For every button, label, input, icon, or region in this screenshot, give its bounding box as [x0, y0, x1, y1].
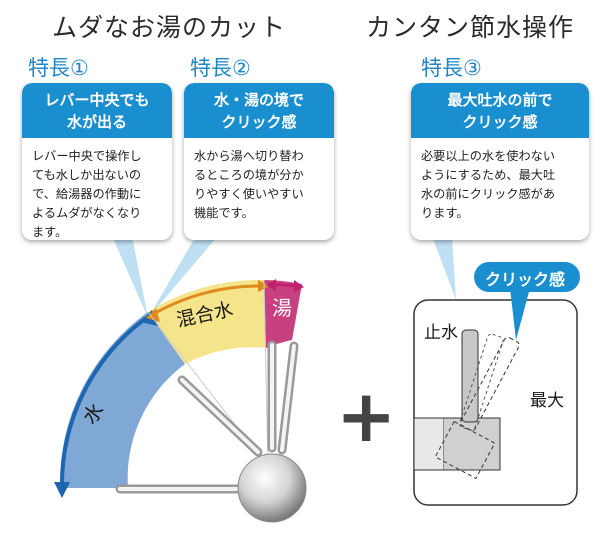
feature-1-pointer — [112, 236, 148, 318]
feature-1-body-line: で、給湯器の作動に — [32, 187, 142, 201]
feature-3-head-line-2: クリック感 — [462, 113, 538, 131]
feature-3-body-line: 水の前にクリック感があ — [421, 187, 556, 201]
left-title: ムダなお湯のカット — [52, 13, 287, 42]
water-arrow-head-down — [54, 482, 70, 498]
feature-1-head-line-1: レバー中央でも — [44, 91, 150, 109]
feature-3-head: 最大吐水の前で クリック感 — [411, 83, 589, 138]
click-bubble-pointer — [510, 288, 530, 340]
stop-water-label: 止水 — [424, 323, 458, 343]
hot-arrow-head-right — [294, 280, 304, 292]
right-title: カンタン節水操作 — [366, 13, 575, 42]
lever-rods — [115, 340, 299, 494]
feature-1-body-line: よるムダがなくなり — [32, 206, 142, 220]
feature-2-card: 水・湯の境で クリック感 水から湯へ切り替わ るところの境が分か りやすく使いや… — [184, 83, 334, 240]
mixed-arc-arrow — [149, 284, 263, 318]
max-flow-label: 最大 — [530, 391, 564, 411]
feature-1-head-line-2: 水が出る — [66, 113, 127, 131]
water-segment — [59, 312, 186, 488]
feature-3-body-line: ようにするため、最大吐 — [421, 168, 556, 182]
hot-segment — [264, 280, 302, 348]
feature-1-body-line: レバー中央で操作し — [32, 149, 142, 163]
feature-1-body: レバー中央で操作し ても水しか出ないの で、給湯器の作動に よるムダがなくなり … — [22, 138, 172, 240]
faucet-cartridge — [444, 417, 501, 471]
feature-3-body-line: 必要以上の水を使わない — [421, 149, 556, 163]
feature-3-label: 特長③ — [421, 56, 482, 80]
feature-3-body: 必要以上の水を使わない ようにするため、最大吐 水の前にクリック感があ ります。 — [411, 138, 589, 231]
feature-2-body: 水から湯へ切り替わ るところの境が分か りやすく使いやすい 機能です。 — [184, 138, 334, 231]
lever-ball — [237, 453, 307, 523]
faucet-spout-base — [413, 417, 445, 471]
feature-2-head-line-1: 水・湯の境で — [213, 91, 304, 109]
feature-2-body-line: 機能です。 — [194, 206, 254, 220]
feature-2-body-line: るところの境が分か — [194, 168, 304, 182]
feature-3-head-line-1: 最大吐水の前で — [447, 91, 553, 109]
feature-2-head-line-2: クリック感 — [221, 113, 297, 131]
feature-1-head: レバー中央でも 水が出る — [22, 83, 172, 138]
feature-1-card: レバー中央でも 水が出る レバー中央で操作し ても水しか出ないの で、給湯器の作… — [22, 83, 172, 240]
feature-1-label: 特長① — [28, 56, 89, 80]
feature-2-head: 水・湯の境で クリック感 — [184, 83, 334, 138]
click-feel-bubble-label: クリック感 — [485, 270, 566, 289]
feature-2-label: 特長② — [190, 56, 251, 80]
water-arc-arrow — [59, 316, 148, 489]
feature-1-body-line: ても水しか出ないの — [32, 168, 142, 182]
feature-1-body-line: ます。 — [32, 225, 68, 239]
feature-2-pointer — [148, 236, 218, 318]
plus-sign: + — [336, 374, 397, 458]
feature-3-card: 最大吐水の前で クリック感 必要以上の水を使わない ようにするため、最大吐 水の… — [411, 83, 589, 240]
feature-3-pointer — [432, 236, 456, 300]
hot-water-label: 湯 — [272, 296, 292, 320]
click-bubble-shape — [474, 262, 580, 292]
lever-click-position — [459, 333, 504, 431]
feature-2-body-line: りやすく使いやすい — [194, 187, 304, 201]
hot-arrow-head-left — [266, 279, 276, 291]
feature-2-body-line: 水から湯へ切り替わ — [194, 149, 304, 163]
lever-max-position — [434, 336, 520, 480]
feature-3-body-line: ります。 — [421, 206, 469, 220]
mixed-arrow-head-left — [146, 308, 160, 322]
lever-stop-position — [461, 329, 479, 423]
